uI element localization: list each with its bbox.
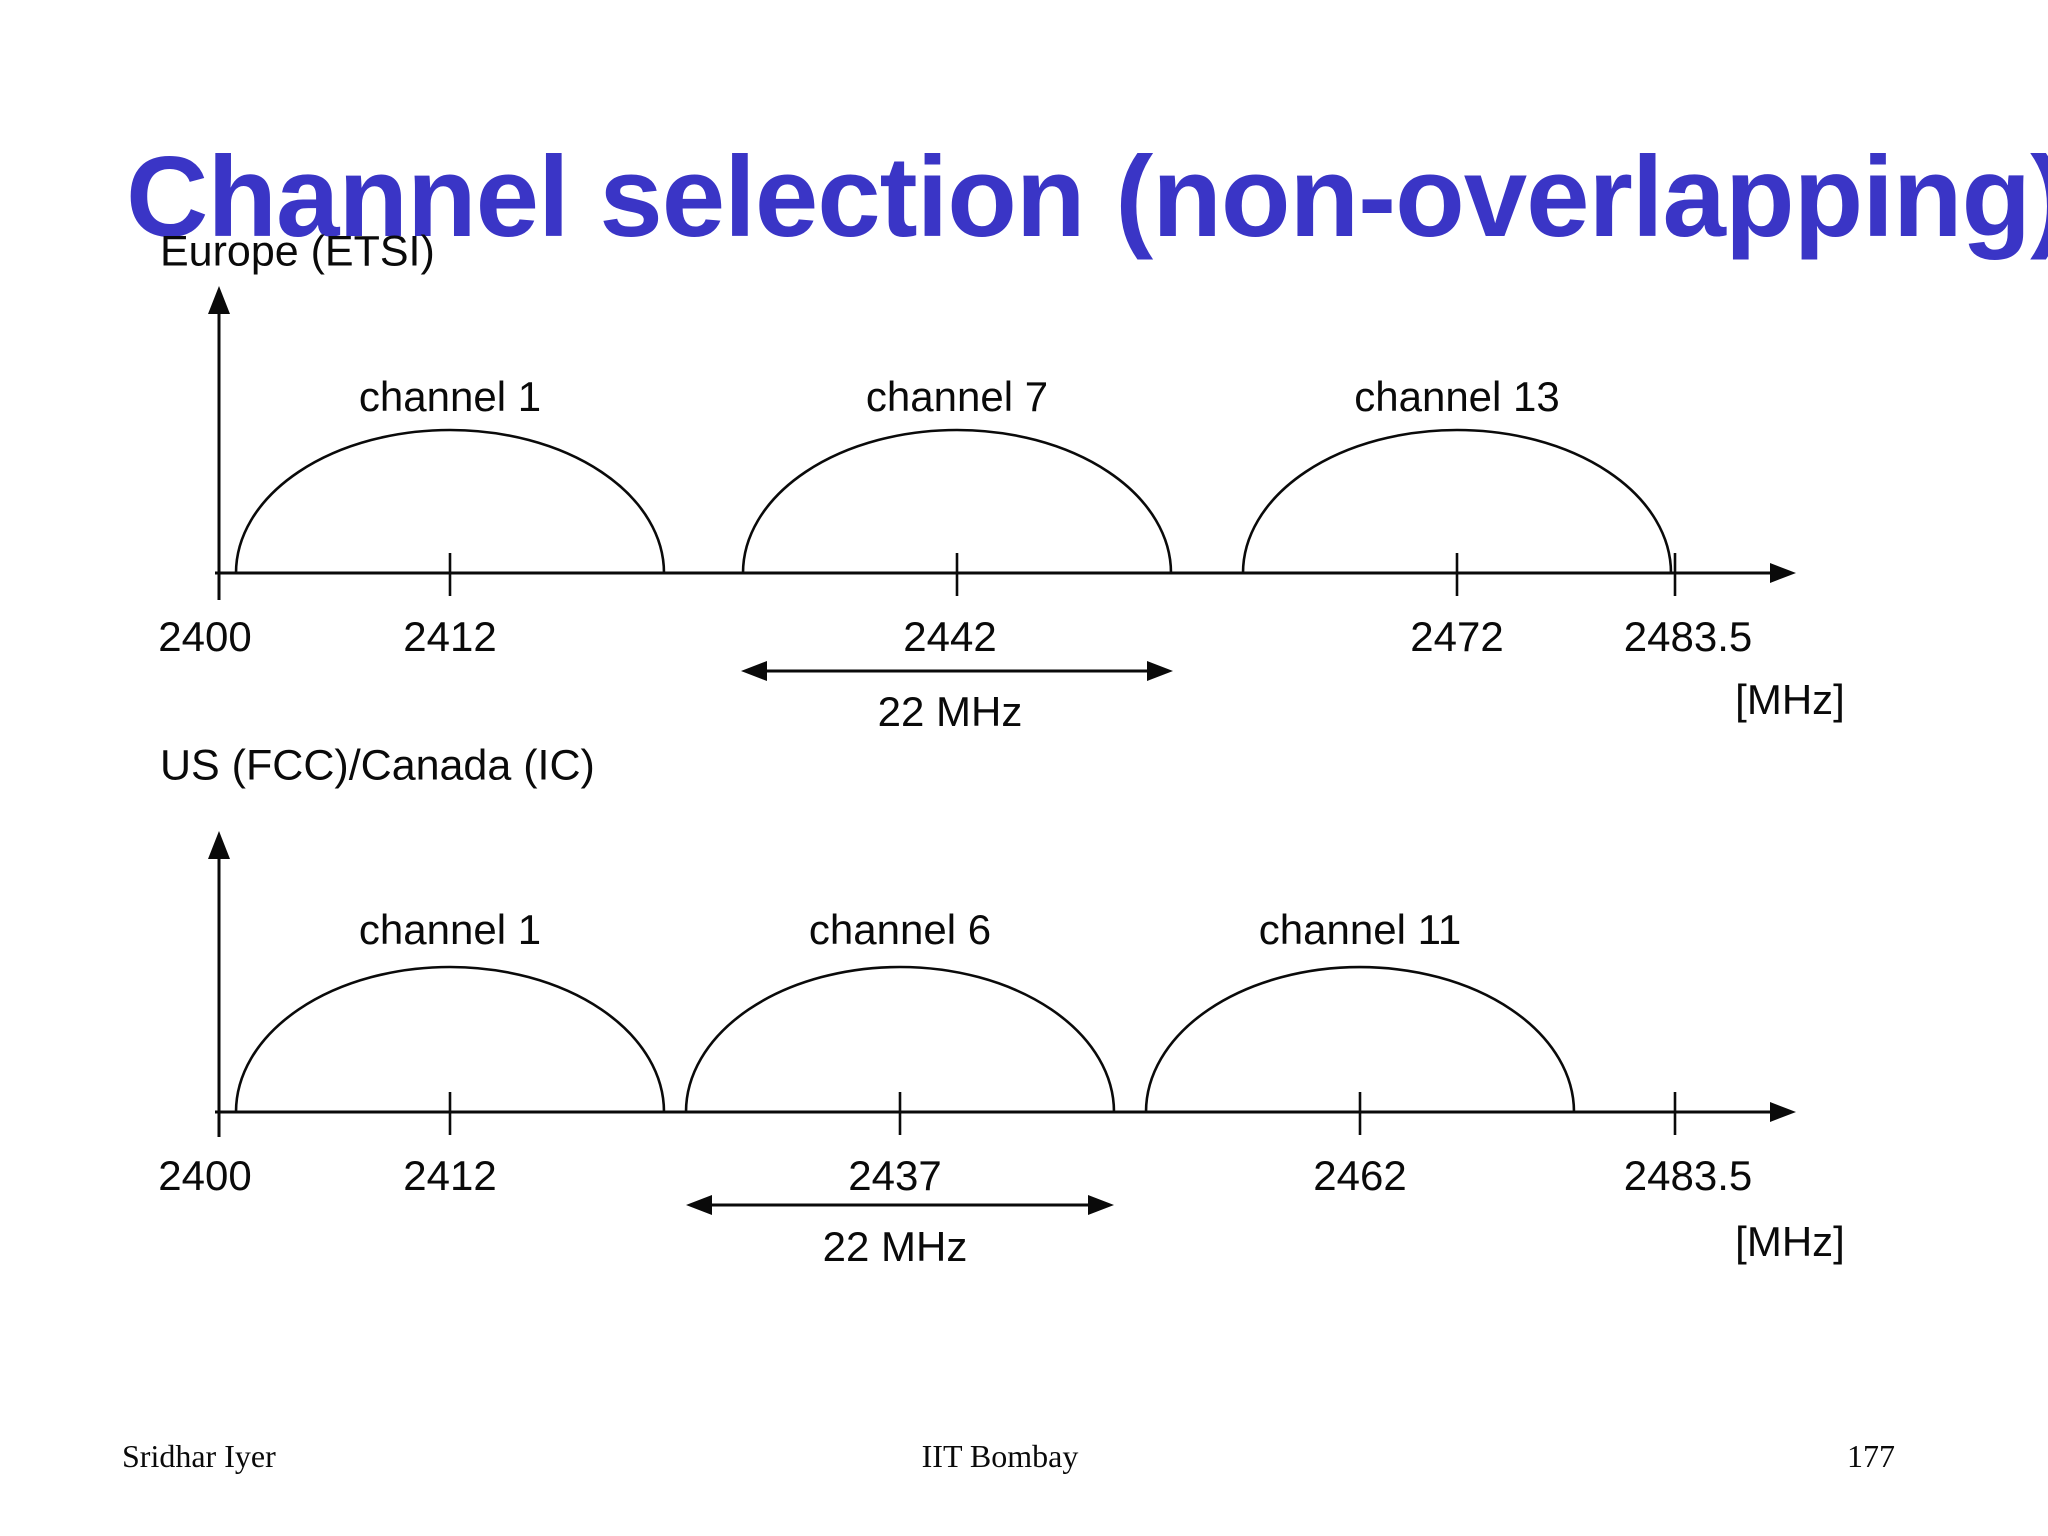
us-unit-label: [MHz] [1735,1218,1845,1265]
page-title: Channel selection (non-overlapping) [126,134,2048,262]
us-channel1-lobe [234,965,666,1113]
europe-bandwidth-label: 22 MHz [877,688,1023,735]
us-tick-label-2462: 2462 [1313,1152,1407,1199]
us-channel6-lobe [684,965,1116,1113]
europe-diagram-lines [208,286,1796,681]
us-tick-label-2437: 2437 [848,1152,942,1199]
europe-channel13-label: channel 13 [1354,373,1560,420]
europe-tick-label-2400: 2400 [158,613,252,660]
us-channel1-label: channel 1 [358,906,542,953]
europe-bandwidth-arrowhead-left-icon [741,661,767,681]
footer-author: Sridhar Iyer [122,1438,276,1474]
europe-channel1-lobe [234,428,666,574]
us-bandwidth-arrowhead-left-icon [686,1195,712,1215]
us-diagram-lines [208,831,1796,1215]
us-tick-label-2412: 2412 [403,1152,497,1199]
us-tick-label-2483-5: 2483.5 [1623,1152,1753,1199]
us-channel6-label: channel 6 [808,906,992,953]
europe-unit-label: [MHz] [1735,676,1845,723]
us-tick-label-2400: 2400 [158,1152,252,1199]
us-region-label: US (FCC)/Canada (IC) [160,741,595,790]
europe-channel7-label: channel 7 [865,373,1049,420]
europe-y-axis-arrowhead-icon [208,286,230,314]
us-channel11-lobe [1144,965,1576,1113]
europe-tick-label-2442: 2442 [903,613,997,660]
europe-tick-label-2483-5: 2483.5 [1623,613,1753,660]
europe-x-axis-arrowhead-icon [1770,563,1796,583]
footer-page-number: 177 [1847,1438,1895,1474]
europe-channel7-lobe [741,428,1173,574]
footer-institution: IIT Bombay [921,1438,1079,1474]
europe-channel1-label: channel 1 [358,373,542,420]
europe-region-label: Europe (ETSI) [160,227,435,276]
europe-tick-label-2472: 2472 [1410,613,1504,660]
us-y-axis-arrowhead-icon [208,831,230,859]
us-x-axis-arrowhead-icon [1770,1102,1796,1122]
us-bandwidth-label: 22 MHz [822,1223,968,1270]
europe-tick-label-2412: 2412 [403,613,497,660]
europe-channel13-lobe [1241,428,1673,574]
us-channel11-label: channel 11 [1258,906,1462,953]
europe-bandwidth-arrowhead-right-icon [1147,661,1173,681]
us-bandwidth-arrowhead-right-icon [1088,1195,1114,1215]
